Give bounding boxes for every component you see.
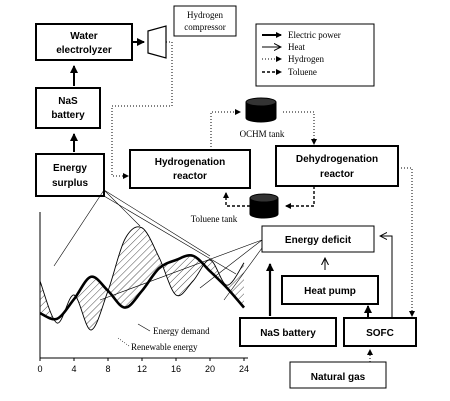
heat-pump-label: Heat pump [304, 286, 356, 297]
ochm-tank: OCHM tank [240, 97, 285, 139]
energy-surplus-label-2: surplus [52, 178, 89, 189]
energy-demand-line [39, 254, 245, 321]
hydrogenation-reactor-label-1: Hydrogenation [155, 157, 226, 168]
sofc-label: SOFC [366, 328, 394, 339]
compressor-icon [147, 25, 167, 59]
chart-axes: 0 4 8 12 16 20 24 [37, 212, 249, 374]
energy-demand-pointer [137, 323, 151, 332]
legend-electric-power-label: Electric power [288, 30, 341, 40]
renewable-energy-pointer [117, 337, 130, 347]
dehydrogenation-to-toluene-line [285, 186, 315, 209]
x-tick-label: 0 [37, 364, 42, 374]
legend-heat-label: Heat [288, 42, 305, 52]
sofc-heat-to-deficit-arrow [380, 236, 393, 318]
dehydrogenation-reactor-label-1: Dehydrogenation [296, 154, 378, 165]
nas-battery-bottom-label: NaS battery [260, 328, 316, 339]
hydrogen-compressor-label-1: Hydrogen [187, 10, 223, 20]
hydrogenation-reactor-box: Hydrogenation reactor [129, 149, 251, 189]
energy-deficit-box: Energy deficit [261, 225, 375, 253]
hydrogenation-to-ochm-line [210, 109, 241, 150]
legend-hydrogen-label: Hydrogen [288, 54, 324, 64]
natural-gas-box: Natural gas [289, 361, 387, 389]
nas-battery-top-label-2: battery [51, 110, 85, 121]
x-tick-label: 24 [239, 364, 249, 374]
sofc-box: SOFC [343, 317, 417, 347]
hatch-area [40, 226, 244, 331]
compressor-to-hydrogenation-hydrogen-line [111, 41, 173, 179]
x-tick-label: 8 [105, 364, 110, 374]
chart-series [39, 226, 245, 331]
x-tick-label: 20 [205, 364, 215, 374]
legend-toluene-label: Toluene [288, 67, 317, 77]
dehydrogenation-to-sofc-hydrogen-line [398, 167, 415, 317]
nas-battery-top-box: NaS battery [35, 87, 101, 129]
water-electrolyzer-box: Water electrolyzer [35, 23, 133, 61]
energy-surplus-box: Energy surplus [35, 153, 105, 197]
ochm-tank-label: OCHM tank [240, 129, 285, 139]
toluene-tank-label: Toluene tank [191, 214, 238, 224]
dehydrogenation-reactor-label-2: reactor [320, 169, 354, 180]
x-tick-label: 4 [71, 364, 76, 374]
x-tick-label: 16 [171, 364, 181, 374]
toluene-to-hydrogenation-line [223, 192, 250, 207]
hydrogen-compressor-label-2: compressor [184, 22, 226, 32]
dehydrogenation-reactor-box: Dehydrogenation reactor [275, 145, 399, 187]
nas-battery-top-label-1: NaS [58, 96, 78, 107]
surplus-callout-lines [53, 189, 237, 275]
x-tick-label: 12 [137, 364, 147, 374]
nas-battery-bottom-box: NaS battery [239, 317, 337, 347]
hydrogenation-reactor-label-2: reactor [173, 171, 207, 182]
energy-surplus-label-1: Energy [53, 163, 87, 174]
natural-gas-label: Natural gas [311, 372, 366, 383]
renewable-energy-line [39, 226, 245, 331]
surplus-deficit-hatch [40, 226, 244, 331]
energy-chart: 0 4 8 12 16 20 24 [37, 212, 249, 374]
energy-demand-label: Energy demand [153, 326, 210, 336]
water-electrolyzer-label-1: Water [70, 31, 98, 42]
water-electrolyzer-label-2: electrolyzer [56, 45, 112, 56]
heat-pump-box: Heat pump [281, 275, 379, 305]
legend: Electric power Heat Hydrogen Toluene [255, 23, 375, 87]
toluene-tank: Toluene tank [191, 193, 279, 224]
ochm-to-dehydrogenation-line [283, 111, 317, 145]
deficit-callout-lines [99, 239, 263, 301]
hydrogen-compressor: Hydrogen compressor [147, 5, 237, 59]
renewable-energy-label: Renewable energy [131, 342, 198, 352]
energy-deficit-label: Energy deficit [285, 235, 352, 246]
